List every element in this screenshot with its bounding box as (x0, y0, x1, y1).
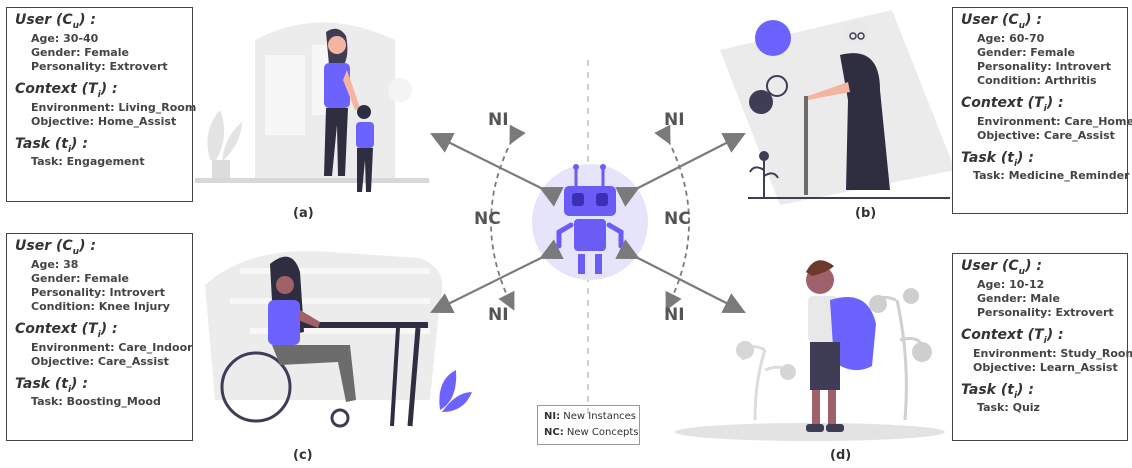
task-heading: Task (ti) : (961, 149, 1034, 169)
label-ni-bottom-left: NI (488, 305, 509, 325)
user-personality: Personality: Introvert (31, 285, 165, 299)
task-value: Task: Quiz (977, 401, 1040, 415)
arrow-robot-to-d (615, 239, 746, 313)
scene-b-illustration (720, 10, 955, 205)
task-value: Task: Engagement (31, 155, 145, 169)
user-condition: Condition: Arthritis (977, 73, 1097, 87)
context-heading: Context (Ti) : (15, 320, 118, 340)
context-objective: Objective: Learn_Assist (973, 360, 1118, 374)
context-heading: Context (Ti) : (15, 80, 118, 100)
arrows (430, 132, 746, 314)
caption-a: (a) (293, 206, 314, 221)
label-nc-left: NC (474, 209, 501, 229)
caption-b: (b) (855, 206, 877, 221)
scene-d-illustration (675, 260, 945, 441)
user-condition: Condition: Knee Injury (31, 299, 170, 313)
task-value: Task: Boosting_Mood (31, 395, 161, 409)
arrow-robot-to-a (430, 132, 564, 207)
label-ni-bottom-right: NI (664, 305, 685, 325)
arc-left (490, 124, 526, 311)
context-objective: Objective: Care_Assist (31, 354, 169, 368)
legend-ni: NI: New Instances (544, 411, 637, 422)
context-environment: Environment: Care_Home (977, 114, 1132, 128)
panel-b: User (Cu) : Age: 60-70 Gender: Female Pe… (952, 7, 1132, 214)
caption-c: (c) (293, 448, 313, 463)
user-personality: Personality: Extrovert (977, 305, 1114, 319)
user-age: Age: 30-40 (31, 31, 99, 45)
label-ni-top-right: NI (664, 110, 685, 130)
arc-right (654, 124, 690, 311)
arrow-robot-to-b (615, 133, 746, 207)
user-gender: Gender: Female (977, 45, 1075, 59)
panel-c: User (Cu) : Age: 38 Gender: Female Perso… (6, 233, 193, 441)
panel-d: User (Cu) : Age: 10-12 Gender: Male Pers… (952, 253, 1132, 441)
user-gender: Gender: Female (31, 271, 129, 285)
task-heading: Task (ti) : (15, 375, 88, 395)
context-environment: Environment: Living_Room (31, 100, 197, 114)
user-heading: User (Cu) : (15, 238, 96, 257)
arrow-robot-to-c (430, 239, 564, 314)
scene-c-illustration (205, 250, 472, 428)
legend-nc: NC: New Concepts (544, 427, 639, 438)
user-age: Age: 38 (31, 257, 79, 271)
panel-a: User (Cu) : Age: 30-40 Gender: Female Pe… (6, 7, 197, 202)
robot-illustration (532, 60, 648, 420)
task-heading: Task (ti) : (15, 135, 88, 155)
context-objective: Objective: Care_Assist (977, 128, 1115, 142)
legend: NI: New Instances NC: New Concepts (537, 405, 640, 445)
context-environment: Environment: Study_Room (973, 346, 1132, 360)
user-gender: Gender: Female (31, 45, 129, 59)
dashed-arcs (490, 124, 690, 311)
context-heading: Context (Ti) : (961, 94, 1064, 114)
context-heading: Context (Ti) : (961, 326, 1064, 346)
user-personality: Personality: Extrovert (31, 59, 168, 73)
label-ni-top-left: NI (488, 110, 509, 130)
task-heading: Task (ti) : (961, 381, 1034, 401)
context-objective: Objective: Home_Assist (31, 114, 177, 128)
user-heading: User (Cu) : (15, 12, 96, 31)
user-heading: User (Cu) : (961, 258, 1042, 277)
user-age: Age: 10-12 (977, 277, 1045, 291)
user-gender: Gender: Male (977, 291, 1060, 305)
user-personality: Personality: Introvert (977, 59, 1111, 73)
caption-d: (d) (830, 448, 852, 463)
user-heading: User (Cu) : (961, 12, 1042, 31)
scene-a-illustration (195, 22, 429, 192)
label-nc-right: NC (664, 209, 691, 229)
user-age: Age: 60-70 (977, 31, 1045, 45)
task-value: Task: Medicine_Reminder (973, 169, 1130, 183)
context-environment: Environment: Care_Indoor (31, 340, 193, 354)
